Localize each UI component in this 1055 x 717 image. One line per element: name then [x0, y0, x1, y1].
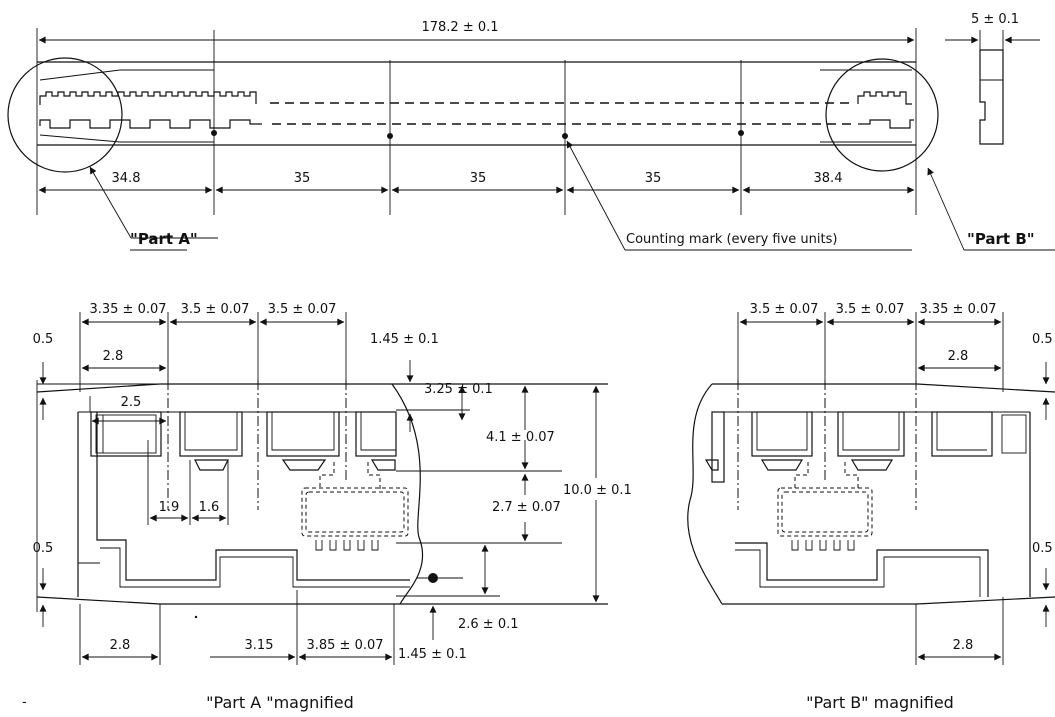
part-a-2-6-label: 2.6 ± 0.1	[458, 617, 519, 632]
part-a-pitch-label: 3.5 ± 0.07	[268, 302, 337, 317]
part-b-label: "Part B"	[967, 230, 1035, 248]
svg-text:-: -	[22, 695, 27, 710]
part-a-2-5-label: 2.5	[121, 395, 142, 410]
pitch-label: 34.8	[112, 171, 141, 186]
part-b-bottom-2-8-label: 2.8	[953, 638, 974, 653]
part-a-pitch-label: 3.35 ± 0.07	[89, 302, 166, 317]
part-b-pitch-label: 3.5 ± 0.07	[750, 302, 819, 317]
part-a-caption: "Part A "magnified	[206, 693, 354, 712]
part-a-1-9-label: 1.9	[159, 500, 180, 515]
part-a-bottom-3-15-label: 3.15	[245, 638, 274, 653]
tape-side-view: 5 ± 0.1	[945, 12, 1040, 145]
width-label: 5 ± 0.1	[971, 12, 1019, 27]
part-a-1-45-bottom-label: 1.45 ± 0.1	[398, 647, 467, 662]
pitch-label: 35	[470, 171, 487, 186]
pitch-dimensions: 34.8 35 35 35 38.4	[38, 171, 915, 194]
part-a-pitch-label: 3.5 ± 0.07	[181, 302, 250, 317]
overall-length-label: 178.2 ± 0.1	[421, 20, 498, 35]
part-a-0-5-bottom-label: 0.5	[33, 541, 54, 556]
part-a-magnified: 3.35 ± 0.07 3.5 ± 0.07 3.5 ± 0.07 2.8 2.…	[33, 302, 632, 712]
part-b-0-5-top-label: 0.5	[1032, 332, 1053, 347]
pitch-label: 35	[294, 171, 311, 186]
part-a-3-25-label: 3.25 ± 0.1	[424, 382, 493, 397]
part-a-2-8-label: 2.8	[103, 349, 124, 364]
counting-mark-dot	[562, 133, 568, 139]
part-a-detail-circle	[7, 57, 123, 173]
counting-mark-dot	[211, 130, 217, 136]
part-b-pitch-label: 3.5 ± 0.07	[836, 302, 905, 317]
tape-overview: 178.2 ± 0.1 34.	[7, 12, 1055, 251]
counting-mark-label: Counting mark (every five units)	[626, 232, 837, 247]
part-a-1-6-label: 1.6	[199, 500, 220, 515]
counting-mark-dot	[387, 133, 393, 139]
pitch-label: 35	[645, 171, 662, 186]
part-a-1-45-top-label: 1.45 ± 0.1	[370, 332, 439, 347]
part-a-label: "Part A"	[130, 230, 198, 248]
part-b-2-8-label: 2.8	[948, 349, 969, 364]
part-a-2-7-label: 2.7 ± 0.07	[492, 500, 561, 515]
part-a-bottom-3-85-label: 3.85 ± 0.07	[306, 638, 383, 653]
part-a-10-0-label: 10.0 ± 0.1	[563, 483, 632, 498]
part-b-0-5-bottom-label: 0.5	[1032, 541, 1053, 556]
counting-mark-dot	[738, 130, 744, 136]
part-b-pitch-label: 3.35 ± 0.07	[919, 302, 996, 317]
part-b-magnified: 3.5 ± 0.07 3.5 ± 0.07 3.35 ± 0.07 2.8 0.…	[687, 302, 1055, 712]
part-a-4-1-label: 4.1 ± 0.07	[486, 430, 555, 445]
part-b-caption: "Part B" magnified	[806, 693, 954, 712]
part-a-bottom-2-8-label: 2.8	[110, 638, 131, 653]
pitch-label: 38.4	[814, 171, 843, 186]
part-b-detail-circle	[825, 58, 939, 172]
part-a-0-5-top-label: 0.5	[33, 332, 54, 347]
